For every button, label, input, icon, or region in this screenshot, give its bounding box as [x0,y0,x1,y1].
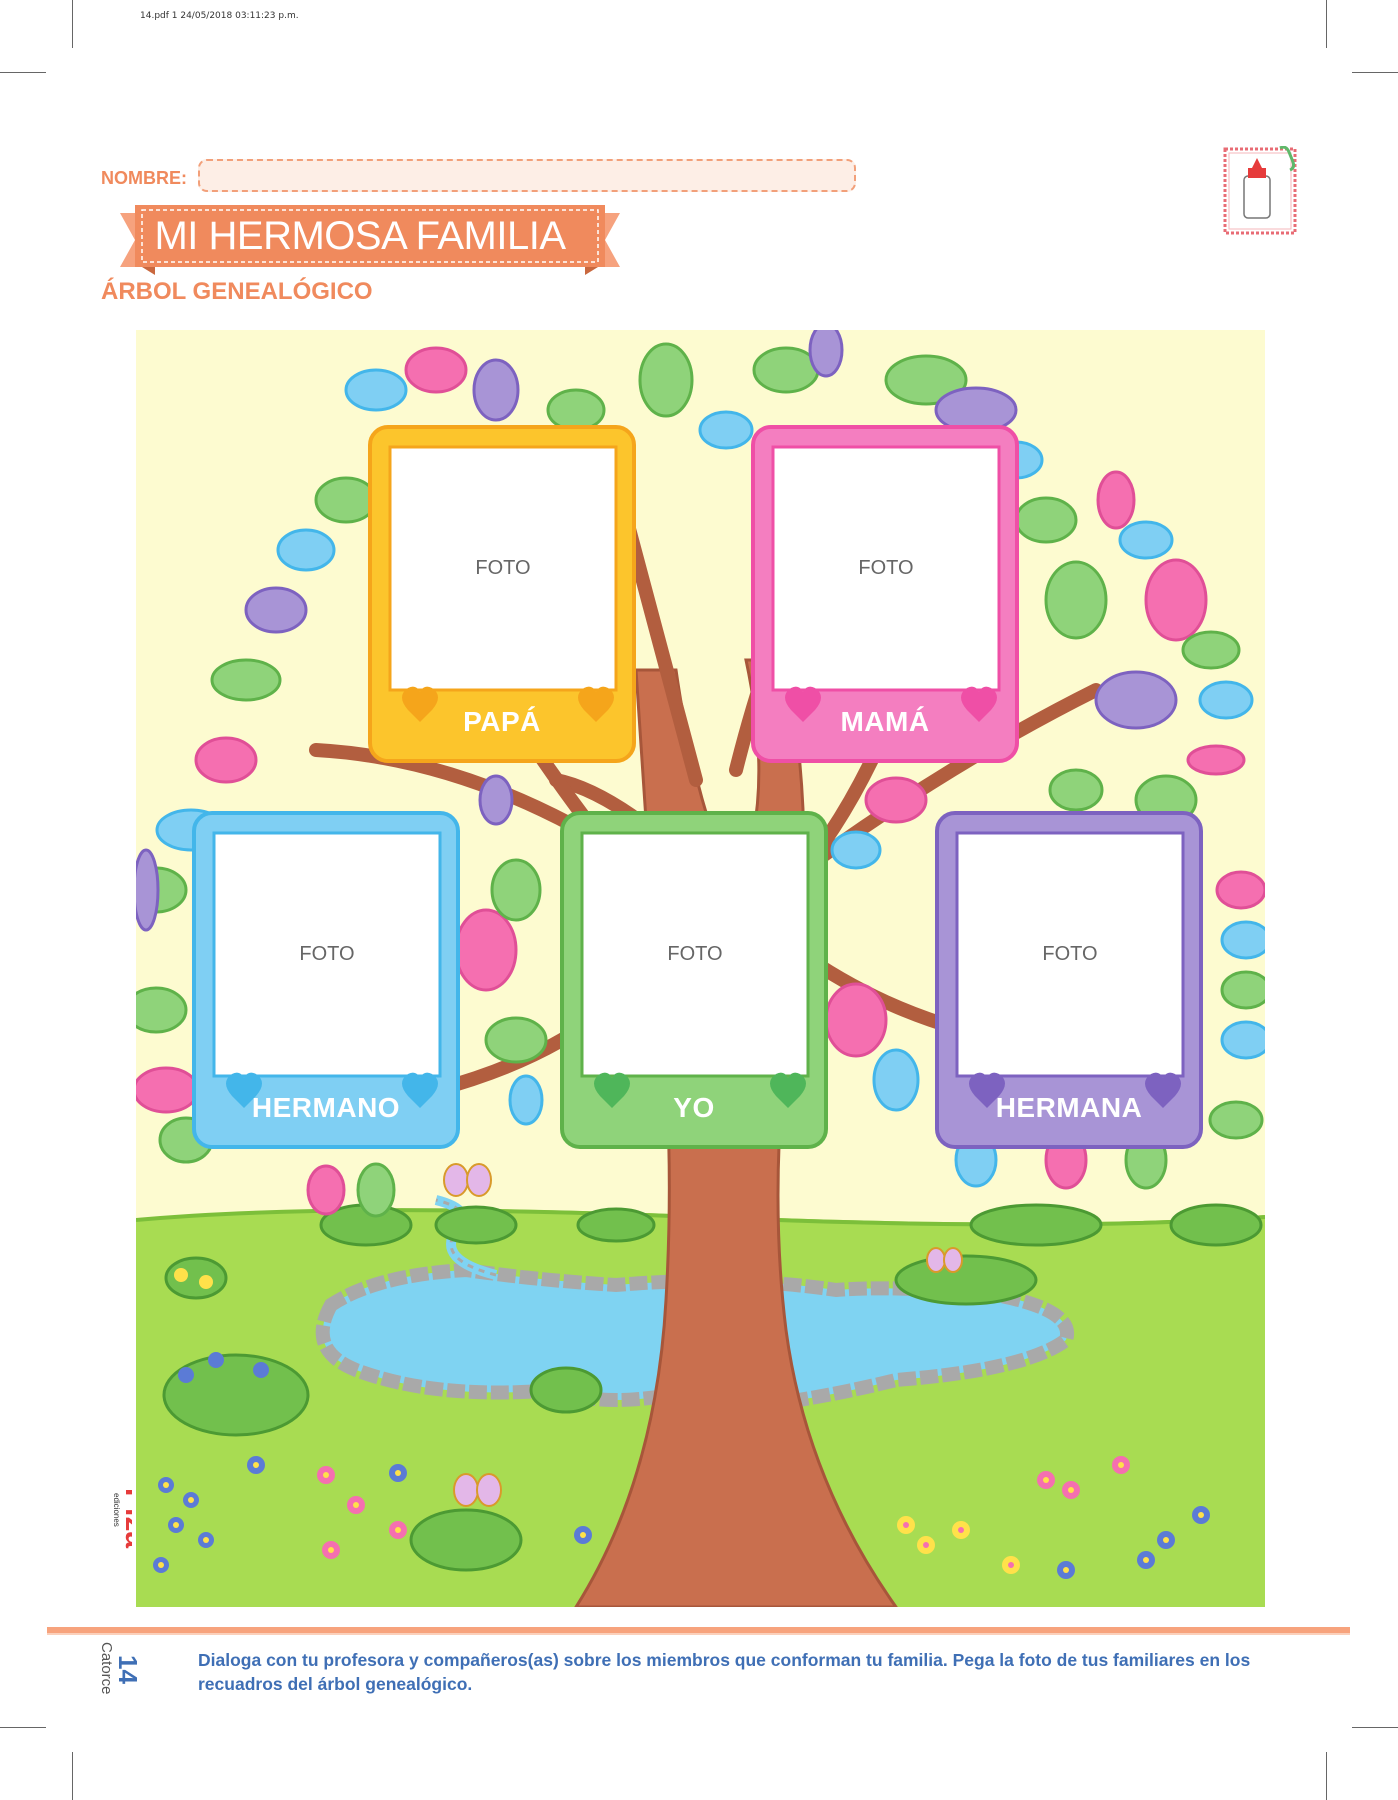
footer-rule [47,1627,1350,1633]
print-info: 14.pdf 1 24/05/2018 03:11:23 p.m. [140,11,299,21]
family-tree-illustration [136,330,1265,1607]
svg-text:Piza: Piza [119,1488,132,1548]
tree-leaves [136,330,1265,1218]
page-title: MI HERMOSA FAMILIA [154,213,566,258]
frame-label-yo: YO [673,1092,715,1123]
frame-label-hermano: HERMANO [251,1092,401,1123]
page-subtitle: ÁRBOL GENEALÓGICO [101,278,373,305]
heart-icon [226,1072,438,1108]
svg-text:ediciones: ediciones [112,1493,121,1527]
page-number-word: Catorce [98,1642,115,1695]
frame-label-mama: MAMÁ [840,706,930,737]
butterfly-icon [443,1163,963,1507]
name-label: NOMBRE: [101,168,187,188]
family-frames [192,425,1203,1149]
heart-icon [402,686,614,722]
glue-bottle-icon [1223,146,1297,235]
heart-icon [969,1072,1181,1108]
photo-slot-yo: FOTO [667,943,723,965]
bushes [162,1203,1263,1572]
instructions-text: Dialoga con tu profesora y compañeros(as… [198,1650,1251,1694]
heart-icon [785,686,997,722]
page-number: 14 [113,1655,143,1684]
photo-slot-papa: FOTO [475,557,531,579]
photo-slot-hermana: FOTO [1042,943,1098,965]
photo-slot-mama: FOTO [858,557,914,579]
footer-rule-light [47,1633,1350,1635]
frame-label-papa: PAPÁ [463,706,541,737]
publisher-logo: Piza ediciones [112,1488,132,1548]
name-field[interactable] [198,159,856,192]
title-ribbon [120,205,620,275]
flowers [153,1268,1210,1579]
heart-icon [594,1072,806,1108]
photo-slot-hermano: FOTO [299,943,355,965]
frame-label-hermana: HERMANA [995,1092,1143,1123]
